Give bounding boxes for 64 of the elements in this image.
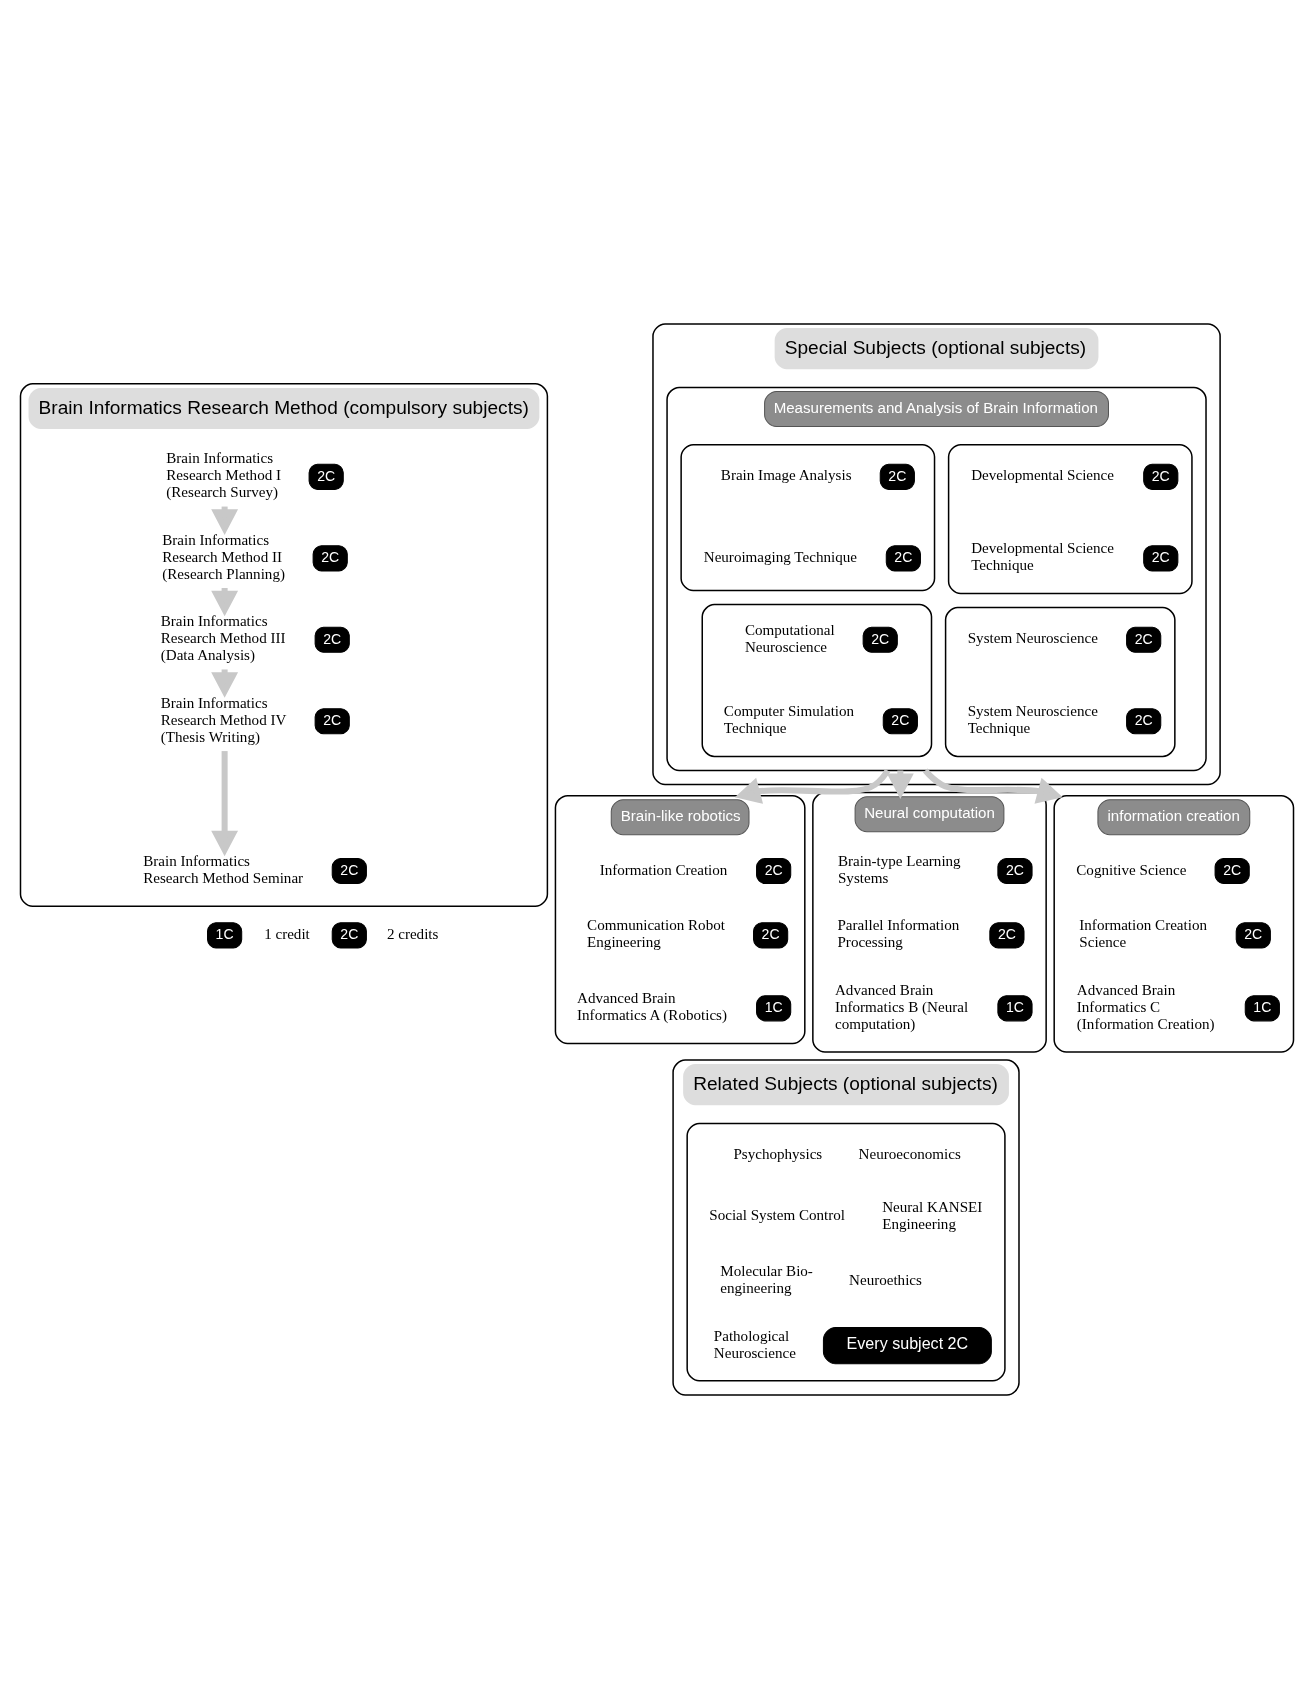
node-box: 1C xyxy=(207,921,243,948)
node-box: 2C xyxy=(314,707,350,734)
node-label: 1 credit xyxy=(264,925,310,942)
cluster xyxy=(686,1122,1006,1382)
node-box: 2C xyxy=(885,544,921,571)
node-box: 2C xyxy=(997,857,1033,884)
node-box: 2C xyxy=(1143,544,1179,571)
node-text: Pathological Neuroscience xyxy=(713,1327,796,1361)
cluster xyxy=(680,443,936,591)
node-text: Developmental Science xyxy=(971,466,1114,483)
node-text: Advanced Brain Informatics C (Information Creation) xyxy=(1076,981,1215,1032)
node-text: Brain Informatics Research Method IV (Thesis Writing) xyxy=(160,694,287,745)
node-text: Social System Control xyxy=(709,1206,846,1223)
node-text: Brain Image Analysis xyxy=(720,466,852,483)
node-text: Computational Neuroscience xyxy=(744,621,835,655)
node-text: System Neuroscience Technique xyxy=(967,702,1098,736)
node-box: 2C xyxy=(1126,707,1162,734)
node-text: Neuroeconomics xyxy=(858,1145,961,1162)
node-box: 2C xyxy=(308,463,344,490)
node-box: 2C xyxy=(882,707,918,734)
node-box: 2C xyxy=(756,857,792,884)
node-text: Parallel Information Processing xyxy=(837,916,960,950)
node-text: Brain-type Learning Systems xyxy=(838,852,961,886)
arrow xyxy=(734,768,891,804)
node-text: Computer Simulation Technique xyxy=(723,702,855,736)
node-box: 2C xyxy=(753,921,789,948)
arrow xyxy=(923,768,1063,804)
node-text: Neural KANSEI Engineering xyxy=(882,1198,983,1232)
node-box: 2C xyxy=(1214,857,1250,884)
node-box: 2C xyxy=(314,626,350,653)
node-text: Developmental Science Technique xyxy=(971,539,1114,573)
node-text: Psychophysics xyxy=(733,1145,823,1162)
node-box: 1C xyxy=(1244,994,1280,1021)
node-box: 1C xyxy=(997,994,1033,1021)
node-box: 1C xyxy=(756,994,792,1021)
arrow xyxy=(211,750,239,856)
node-text: System Neuroscience xyxy=(967,629,1098,646)
node-text: Brain Informatics Research Method I (Research Survey) xyxy=(166,449,282,500)
node-box: 2C xyxy=(989,921,1025,948)
cluster xyxy=(701,603,933,757)
node-text: Cognitive Science xyxy=(1076,861,1187,878)
node-box: 2C xyxy=(862,626,898,653)
node-box: Every subject 2C xyxy=(822,1326,992,1364)
node-text: Communication Robot Engineering xyxy=(587,916,725,950)
cluster xyxy=(944,606,1176,757)
node-text: Neuroethics xyxy=(849,1271,922,1288)
cluster xyxy=(947,443,1193,594)
node-text: Molecular Bio-engineering xyxy=(720,1262,813,1296)
node-box: 2C xyxy=(1126,626,1162,653)
node-text: Brain Informatics Research Method Seminar xyxy=(143,852,304,886)
node-label: 2 credits xyxy=(386,925,439,942)
node-text: Neuroimaging Technique xyxy=(703,548,857,565)
node-box: 2C xyxy=(879,463,915,490)
node-text: Brain Informatics Research Method III (Data Analysis) xyxy=(160,612,286,663)
node-box: 2C xyxy=(312,544,348,571)
node-text: Advanced Brain Informatics A (Robotics) xyxy=(577,989,727,1023)
node-text: Information Creation xyxy=(599,861,728,878)
node-text: Brain Informatics Research Method II (Research Planning) xyxy=(162,531,285,582)
node-box: 2C xyxy=(1143,463,1179,490)
node-box: 2C xyxy=(1235,921,1271,948)
node-text: Information Creation Science xyxy=(1079,916,1208,950)
node-box: 2C xyxy=(331,857,367,884)
node-text: Advanced Brain Informatics B (Neural computation) xyxy=(834,981,969,1032)
node-box: 2C xyxy=(331,921,367,948)
